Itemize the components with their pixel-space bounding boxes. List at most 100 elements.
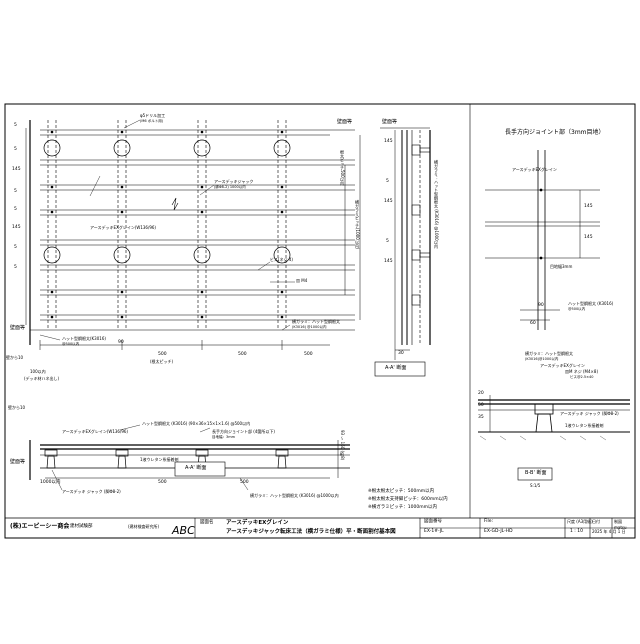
right-section-bottom-dim: 30 bbox=[398, 351, 404, 356]
author-value: matsu bbox=[614, 525, 627, 530]
bottom-section-view bbox=[29, 424, 350, 491]
plan-dim-left-3: 145 bbox=[12, 167, 21, 172]
section-detail-callout-screw: 皿M ネジ (M4×8) bbox=[565, 369, 599, 374]
section-detail-callout-urethane: 1液ウレタン系接着剤 bbox=[565, 423, 604, 428]
plan-dim-bottom-label: (根太ピッチ) bbox=[150, 359, 174, 364]
section-detail-callout-deck: アースデッキEXグレイン bbox=[540, 363, 585, 368]
section-detail-dim-2: 50 bbox=[478, 403, 484, 408]
plan-view bbox=[25, 119, 361, 350]
section-detail-caption: B-B' 断面 bbox=[525, 470, 547, 476]
plan-dim-500-a: 500 bbox=[158, 352, 167, 357]
joint-detail-view bbox=[485, 150, 600, 330]
plan-wall-gap-label: 壁から10 bbox=[6, 355, 24, 360]
plan-vert-label-2: 横ガラミピッチ(1000以内) bbox=[355, 200, 360, 250]
department-name: 建材試験部 bbox=[70, 524, 93, 529]
plan-vert-label-1: 根太ピッチ500以内 bbox=[340, 150, 345, 186]
right-section-caption: A-A' 断面 bbox=[385, 365, 407, 371]
plan-dim-left-5: 5 bbox=[14, 207, 17, 212]
section-detail-scale: S:1/5 bbox=[530, 483, 541, 488]
date-value: 2025 年 4 月 1 日 bbox=[592, 529, 626, 534]
plan-callout-deck: アースデッキEXグレイン(W136/96) bbox=[90, 225, 156, 230]
bottom-section-callout-deck: アースデッキEXグレイン(W136/96) bbox=[62, 429, 128, 434]
plan-callout-screw: ビス(ネジ 4) bbox=[270, 257, 293, 262]
section-detail-callout-yoko: 横ガラミ：ハット型鋼根太 bbox=[525, 351, 573, 356]
plan-dim-100-sub: (デッキ材ハネ出し) bbox=[24, 376, 60, 381]
file-value: EX-GD-JL-HD bbox=[484, 529, 513, 534]
title-label: 図面名 bbox=[200, 520, 214, 525]
plan-wall-label-bottom: 壁面等 bbox=[10, 325, 26, 331]
company-name: (株)エービーシー商会 bbox=[10, 523, 70, 530]
section-detail-callout-yoko-sub: (K3016)@1000以内 bbox=[525, 357, 559, 361]
title-line-1: アースデッキEXグレイン bbox=[226, 520, 289, 526]
section-detail-dim-3: 35 bbox=[478, 415, 484, 420]
plan-dim-90: 90 bbox=[118, 340, 124, 345]
joint-detail-callout-hat: ハット型鋼根太 (K3016) bbox=[568, 301, 614, 306]
right-section-vert-label: 横ガラミ：ハット型鋼根太 (K3016) @1000以内 bbox=[434, 160, 439, 249]
plan-dim-500-c: 500 bbox=[304, 352, 313, 357]
plan-dim-left-1: 5 bbox=[14, 123, 17, 128]
section-detail-dim-1: 20 bbox=[478, 391, 484, 396]
right-section-dim-4: 5 bbox=[386, 239, 389, 244]
right-section-dim-5: 145 bbox=[384, 259, 393, 264]
bottom-section-caption: A-A' 断面 bbox=[185, 465, 207, 471]
bottom-section-dim-500-b: 500 bbox=[240, 480, 249, 485]
bottom-section-callout-joint-sub: 目地幅：3mm bbox=[212, 435, 236, 439]
number-label: 図面番号 bbox=[424, 519, 442, 524]
plan-callout-hat: ハット型鋼根太(K3016) bbox=[62, 336, 106, 341]
number-value: EX-1#-JL bbox=[424, 529, 444, 534]
bottom-section-wall-label-2: 壁面等 bbox=[10, 459, 26, 465]
bottom-section-wall-label: 壁から10 bbox=[8, 405, 26, 410]
plan-callout-screw2: 皿 M4 bbox=[296, 278, 308, 283]
bottom-section-callout-joint: 長手方向ジョイント部 (4箇所以下) bbox=[212, 429, 275, 434]
plan-dim-left-2: 5 bbox=[14, 147, 17, 152]
plan-callout-hat-sub: @500以内 bbox=[62, 342, 80, 346]
right-section-view bbox=[374, 127, 431, 377]
right-section-dim-2: 5 bbox=[386, 179, 389, 184]
date-label: 日付 bbox=[592, 519, 600, 524]
joint-detail-callout-gap: 目地幅3mm bbox=[550, 264, 573, 269]
bottom-section-callout-hat: ハット型鋼根太 (K3016) (90×36×15×1×1.6) @500以内 bbox=[142, 421, 251, 426]
joint-detail-dim-60: 60 bbox=[530, 321, 536, 326]
bottom-section-callout-yoko: 横ガラミ：ハット型鋼根太 (K3016) @1000以内 bbox=[250, 493, 339, 498]
joint-detail-dim-145b: 145 bbox=[584, 235, 593, 240]
file-label: File: bbox=[484, 519, 494, 524]
bottom-section-dim-500-a: 500 bbox=[158, 480, 167, 485]
plan-callout-drill-sub: (M6 ボルト用) bbox=[140, 119, 164, 123]
joint-detail-title: 長手方向ジョイント部（3mm目地） bbox=[505, 129, 605, 136]
plan-dim-left-6: 145 bbox=[12, 225, 21, 230]
scale-value: 1 : 10 bbox=[570, 529, 583, 534]
right-section-wall-label: 壁面等 bbox=[382, 119, 398, 125]
plan-callout-drill: φ5ドリル加工 bbox=[140, 113, 166, 118]
joint-detail-dim-145a: 145 bbox=[584, 204, 593, 209]
section-detail-view bbox=[478, 395, 630, 481]
plan-callout-jack: アースデッキジャック bbox=[214, 179, 254, 184]
plan-dim-left-4: 5 bbox=[14, 189, 17, 194]
author-label: 制図 bbox=[614, 519, 622, 524]
bottom-section-dim-1000: 1000以内 bbox=[40, 480, 61, 485]
joint-detail-callout-hat-sub: @500以内 bbox=[568, 307, 586, 311]
abc-logo: ABC bbox=[171, 524, 195, 537]
plan-dim-100: 100以内 bbox=[30, 369, 46, 374]
section-detail-callout-screw-sub: ビス@2.5×40 bbox=[570, 375, 594, 379]
plan-dim-left-7: 5 bbox=[14, 245, 17, 250]
note-2: ※根太根太支持脚ピッチ：600mm以内 bbox=[368, 497, 448, 502]
plan-callout-jack-sub: (脚Φ8-2) 1000以内 bbox=[214, 185, 246, 189]
joint-detail-callout-deck: アースデッキEXグレイン bbox=[512, 167, 557, 172]
right-section-dim-1: 145 bbox=[384, 139, 393, 144]
bottom-section-callout-jack: アースデッキ ジャック (脚Φ8-2) bbox=[62, 489, 121, 494]
bottom-section-dim-side: 93 ～ 160 (約8) bbox=[340, 430, 345, 461]
plan-dim-500-b: 500 bbox=[238, 352, 247, 357]
bottom-section-callout-urethane: 1液ウレタン系接着剤 bbox=[140, 457, 179, 462]
title-line-2: アースデッキジャック転床工法（横ガラミ仕様）平・断面割付基本図 bbox=[226, 529, 396, 535]
plan-callout-yoko: 横ガラミ：ハット型鋼根太 bbox=[292, 319, 340, 324]
scale-label: 尺度 (A3用紙) bbox=[567, 519, 593, 524]
plan-wall-label-top: 壁面等 bbox=[337, 119, 353, 125]
title-block bbox=[5, 518, 635, 539]
plan-callout-yoko-sub: (K3016) @1000以内 bbox=[292, 325, 327, 329]
logo-caption: (建材検査研究所) bbox=[128, 524, 160, 529]
section-detail-callout-jack: アースデッキ ジャック (脚Φ8-2) bbox=[560, 411, 619, 416]
note-3: ※横ガラミピッチ：1000mm以内 bbox=[368, 505, 437, 510]
joint-detail-dim-90: 90 bbox=[538, 303, 544, 308]
